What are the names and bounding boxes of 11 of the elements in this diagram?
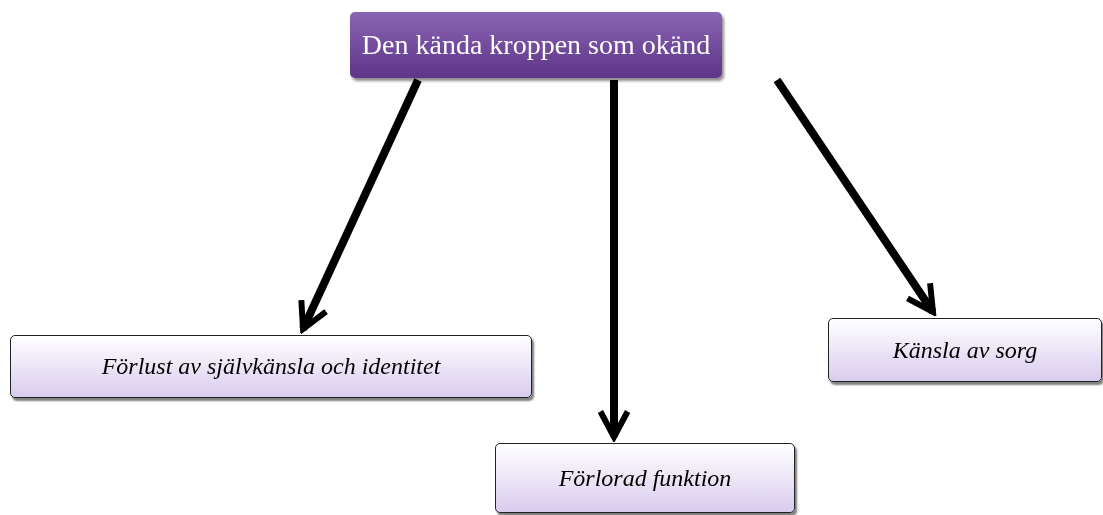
box-label: Förlorad funktion — [558, 464, 732, 492]
box-label: Känsla av sorg — [892, 336, 1038, 364]
title-box — [350, 12, 722, 78]
box-label: Den kända kroppen som okänd — [361, 29, 711, 61]
arrow — [597, 80, 631, 440]
arrow — [298, 78, 422, 332]
box-label: Förlust av självkänsla och identitet — [101, 353, 441, 380]
process-box — [828, 318, 1102, 382]
process-box — [10, 335, 532, 398]
arrow — [773, 77, 937, 315]
process-box — [495, 443, 795, 513]
